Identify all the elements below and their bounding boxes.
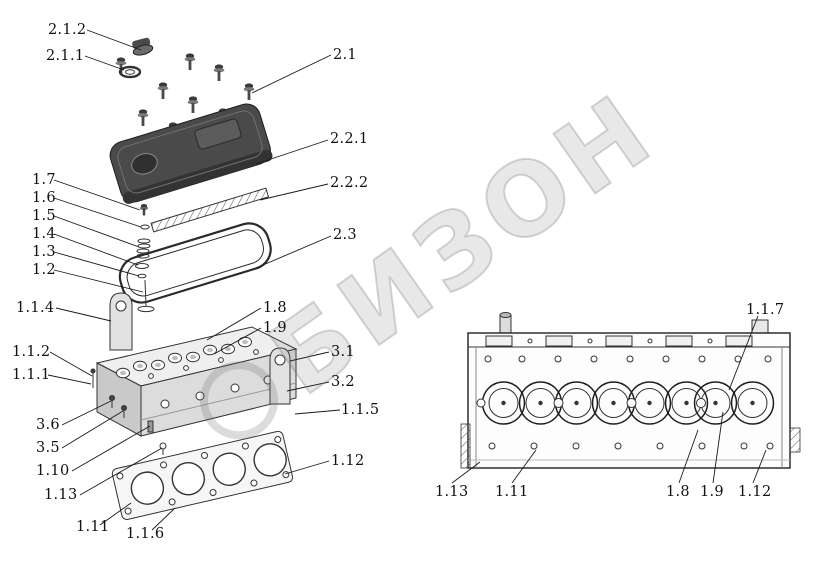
cover-gasket-strip xyxy=(150,187,270,233)
label-3-5: 3.5 xyxy=(36,440,60,456)
head-gasket xyxy=(111,430,294,520)
label-1-1-1: 1.1.1 xyxy=(12,367,51,383)
label-1-11: 1.11 xyxy=(76,519,110,535)
label-1-1-5: 1.1.5 xyxy=(341,402,380,418)
label-2-1-1: 2.1.1 xyxy=(46,48,85,64)
label-1-1-4: 1.1.4 xyxy=(16,300,55,316)
label-1-2: 1.2 xyxy=(32,262,56,278)
label-1-5: 1.5 xyxy=(32,208,56,224)
cap-grommet xyxy=(118,65,142,79)
label-1-6: 1.6 xyxy=(32,190,56,206)
label-1-12: 1.12 xyxy=(331,453,365,469)
leader-lines-right xyxy=(451,315,767,484)
label-right-1-12: 1.12 xyxy=(738,484,772,500)
label-3-2: 3.2 xyxy=(331,374,355,390)
label-1-1-2: 1.1.2 xyxy=(12,344,51,360)
label-2-1: 2.1 xyxy=(333,47,357,63)
label-right-1-13: 1.13 xyxy=(435,484,469,500)
label-3-6: 3.6 xyxy=(36,417,60,433)
label-1-8: 1.8 xyxy=(263,300,287,316)
label-3-1: 3.1 xyxy=(331,344,355,360)
label-2-3: 2.3 xyxy=(333,227,357,243)
label-1-7: 1.7 xyxy=(32,172,56,188)
studs-and-pins xyxy=(90,368,288,482)
lifting-eye-left xyxy=(109,292,133,351)
label-2-1-2: 2.1.2 xyxy=(48,22,87,38)
label-1-13: 1.13 xyxy=(44,487,78,503)
leader-lines-left xyxy=(47,29,341,531)
label-1-3: 1.3 xyxy=(32,244,56,260)
lifting-bracket-right xyxy=(269,347,291,405)
label-1-4: 1.4 xyxy=(32,226,56,242)
cylinder-head xyxy=(95,326,298,437)
label-2-2-2: 2.2.2 xyxy=(330,175,369,191)
cylinder-head-side-view xyxy=(460,312,801,469)
label-1-1-6: 1.1.6 xyxy=(126,526,165,542)
label-right-1-1-7: 1.1.7 xyxy=(746,302,785,318)
valve-cover xyxy=(109,103,273,204)
label-right-1-9: 1.9 xyxy=(700,484,724,500)
label-1-10: 1.10 xyxy=(36,463,70,479)
label-2-2-1: 2.2.1 xyxy=(330,131,369,147)
label-right-1-11: 1.11 xyxy=(495,484,529,500)
label-right-1-8: 1.8 xyxy=(666,484,690,500)
valve-cover-gasket xyxy=(118,222,272,304)
label-1-9: 1.9 xyxy=(263,320,287,336)
oil-filler-cap xyxy=(132,37,154,56)
